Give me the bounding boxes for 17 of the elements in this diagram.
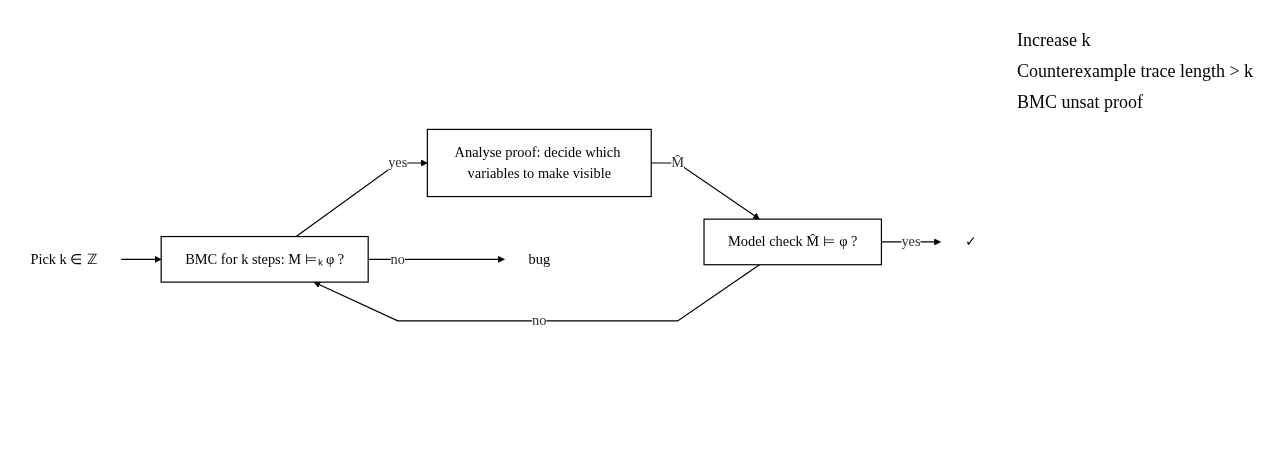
edge-label: no [532,312,547,329]
edge-label: no [390,250,405,267]
node-box [426,128,652,198]
arrow [120,255,162,263]
note-label: Increase k [1017,30,1092,51]
edge-label: yes [901,233,921,250]
node-text: Pick k ∈ ℤ [30,250,98,267]
note-label: BMC unsat proof [1017,92,1144,113]
edge-label: M̂ [671,154,685,171]
node-text: bug [528,250,551,267]
node-box [160,235,369,283]
node-text: ✓ [964,233,977,250]
arrow [313,264,761,322]
edge-label: yes [388,154,408,171]
node-box [703,218,883,266]
flowchart-drawing: yes M̂ no no yes Pick k ∈ ℤ BMC for k steps: M ⊨ₖ φ ? Analyse proof: decide which variables to make visible Model check M̂ ⊨ φ ? bug ✓ [0,122,1007,339]
note-label: Counterexample trace length > k [1017,61,1255,82]
